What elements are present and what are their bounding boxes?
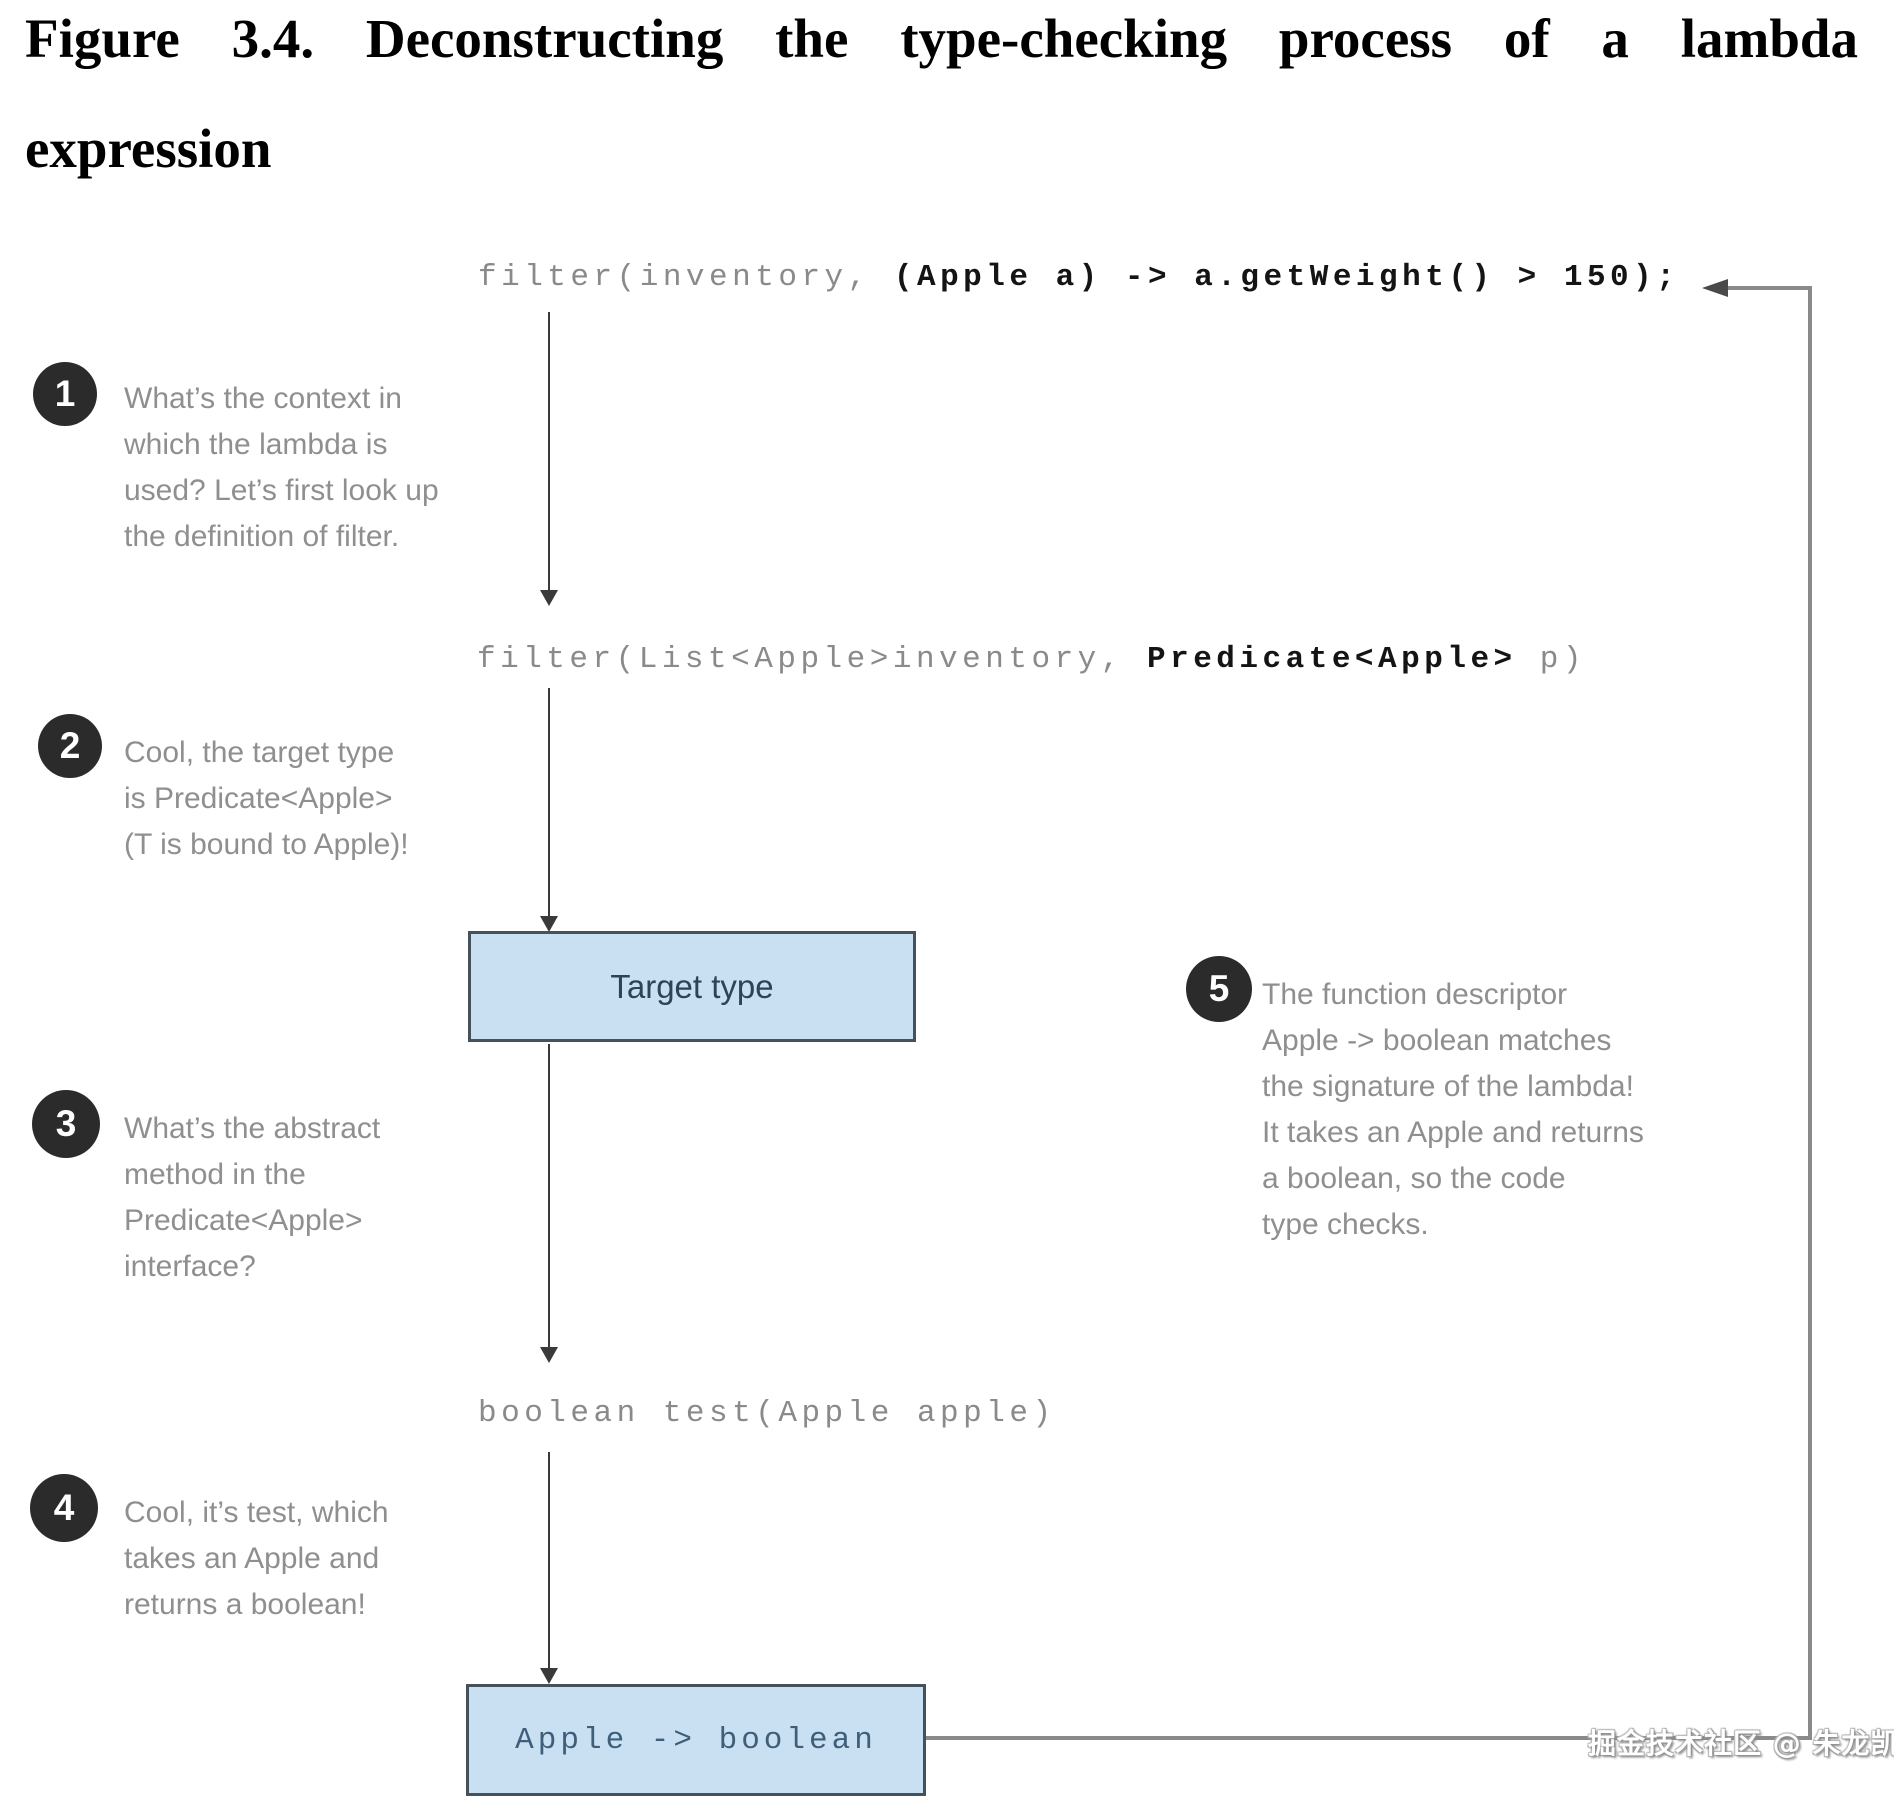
step-4-note: Cool, it’s test, which takes an Apple an… [124, 1496, 389, 1621]
arrow-down-icon [540, 1668, 558, 1684]
code-filter-definition-params: filter(List<Apple>inventory, [477, 642, 1147, 677]
code-filter-definition: filter(List<Apple>inventory, Predicate<A… [477, 642, 1586, 677]
step-4-badge: 4 [30, 1474, 98, 1542]
flow-line-target-type-to-abstract-method [548, 1044, 550, 1347]
code-filter-definition-suffix: p) [1516, 642, 1586, 677]
step-1-note: What’s the context in which the lambda i… [124, 382, 439, 553]
step-5-badge: 5 [1186, 956, 1252, 1022]
flow-line-call-to-definition [548, 312, 550, 590]
step-2-number: 2 [59, 725, 81, 766]
arrow-down-icon [540, 590, 558, 606]
arrow-down-icon [540, 1347, 558, 1363]
arrow-left-icon [1702, 279, 1728, 297]
watermark-text: 掘金技术社区 @ 朱龙凯 [1588, 1727, 1894, 1760]
step-5-number: 5 [1208, 968, 1230, 1009]
function-descriptor-box: Apple -> boolean [466, 1684, 926, 1796]
code-lambda-call: filter(inventory, (Apple a) -> a.getWeig… [478, 260, 1679, 295]
step-3-badge: 3 [32, 1090, 100, 1158]
arrow-down-icon [540, 916, 558, 932]
target-type-label: Target type [610, 967, 774, 1005]
loop-line-right [1808, 286, 1812, 1740]
code-lambda-call-expression: (Apple a) -> a.getWeight() > 150); [893, 260, 1680, 295]
loop-line-top [1726, 286, 1812, 290]
figure-title-line1: Figure 3.4. Deconstructing the type-chec… [25, 8, 1858, 69]
flow-line-definition-to-target-type [548, 688, 550, 918]
step-4-number: 4 [53, 1487, 75, 1528]
figure-title-line2: expression [25, 118, 272, 179]
code-filter-definition-predicate: Predicate<Apple> [1147, 642, 1517, 677]
step-5-note: The function descriptor Apple -> boolean… [1262, 978, 1644, 1241]
step-1-number: 1 [54, 373, 76, 414]
target-type-box: Target type [468, 931, 916, 1042]
loop-line-bottom [926, 1736, 1812, 1740]
step-1-badge: 1 [33, 362, 97, 426]
code-lambda-call-context: filter(inventory, [478, 260, 894, 295]
flow-line-abstract-method-to-descriptor [548, 1452, 550, 1668]
code-abstract-method: boolean test(Apple apple) [478, 1396, 1056, 1431]
function-descriptor-label: Apple -> boolean [515, 1722, 877, 1758]
step-2-note: Cool, the target type is Predicate<Apple… [124, 736, 409, 861]
step-3-note: What’s the abstract method in the Predic… [124, 1112, 381, 1283]
step-2-badge: 2 [38, 714, 102, 778]
step-3-number: 3 [55, 1103, 77, 1144]
